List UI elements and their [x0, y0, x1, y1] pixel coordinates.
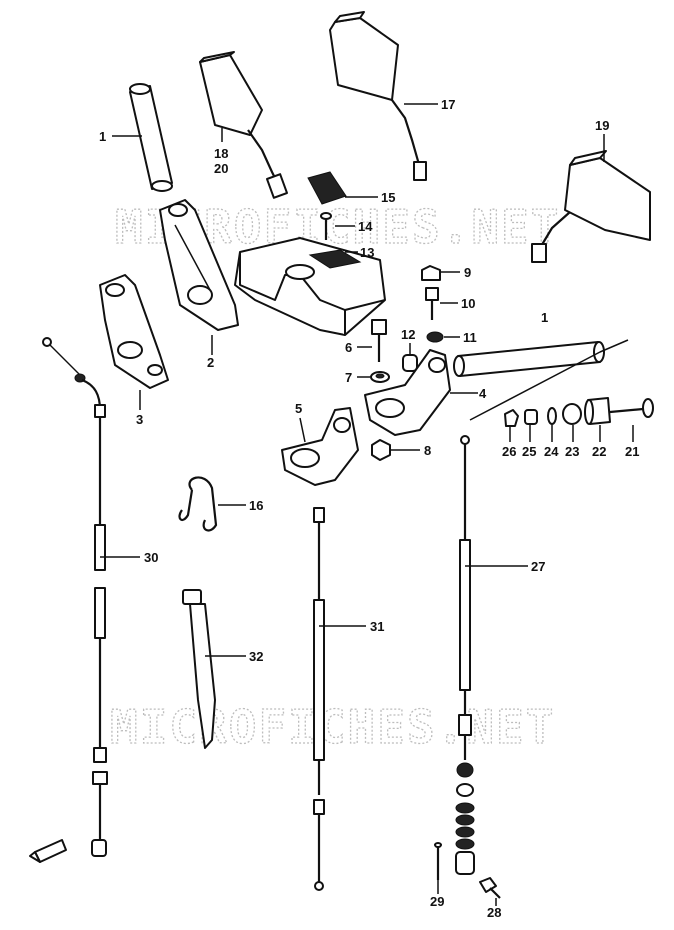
label-1-right: 1 — [541, 310, 548, 325]
spacer-12[interactable] — [402, 354, 418, 372]
nut-8[interactable] — [371, 439, 391, 461]
label-3: 3 — [136, 412, 143, 427]
handlebar-holder-top[interactable] — [234, 237, 386, 336]
label-5: 5 — [295, 401, 302, 416]
left-mirror[interactable] — [199, 51, 288, 199]
front-arrow-icon — [29, 839, 67, 863]
label-17: 17 — [441, 97, 455, 112]
label-23: 23 — [565, 444, 579, 459]
bracket-left-upper[interactable] — [159, 199, 239, 331]
pin-29[interactable] — [434, 842, 442, 880]
label-9: 9 — [464, 265, 471, 280]
washer-11[interactable] — [426, 331, 444, 343]
label-11: 11 — [463, 330, 477, 345]
bracket-left-lower[interactable] — [99, 274, 169, 389]
label-8: 8 — [424, 443, 431, 458]
label-2: 2 — [207, 355, 214, 370]
bolt-21[interactable] — [609, 398, 654, 418]
right-grip[interactable] — [453, 339, 629, 421]
label-10: 10 — [461, 296, 475, 311]
label-19: 19 — [595, 118, 609, 133]
label-4: 4 — [479, 386, 487, 401]
label-31: 31 — [370, 619, 384, 634]
bracket-center[interactable] — [281, 407, 359, 486]
label-28: 28 — [487, 905, 501, 920]
label-27: 27 — [531, 559, 545, 574]
rubber-25[interactable] — [524, 409, 538, 425]
label-30: 30 — [144, 550, 158, 565]
harness-32[interactable] — [182, 589, 216, 749]
part-labels: 1 1 2 3 4 5 6 7 8 9 10 11 12 13 14 15 16… — [99, 97, 639, 920]
clamp-16[interactable] — [178, 476, 218, 532]
switch-cover[interactable] — [307, 171, 347, 205]
label-18: 18 — [214, 146, 228, 161]
washer-24[interactable] — [547, 407, 557, 425]
label-24: 24 — [544, 444, 559, 459]
top-mirror[interactable] — [329, 11, 427, 181]
left-grip[interactable] — [129, 83, 173, 192]
label-22: 22 — [592, 444, 606, 459]
label-26: 26 — [502, 444, 516, 459]
label-14: 14 — [358, 219, 373, 234]
bolt-6[interactable] — [371, 319, 387, 362]
label-16: 16 — [249, 498, 263, 513]
label-13: 13 — [360, 245, 374, 260]
label-15: 15 — [381, 190, 395, 205]
nut-26[interactable] — [504, 409, 519, 427]
label-7: 7 — [345, 370, 352, 385]
leader-lines — [100, 103, 634, 906]
label-29: 29 — [430, 894, 444, 909]
right-mirror[interactable] — [531, 150, 651, 263]
bracket-right[interactable] — [364, 349, 451, 436]
cable-27[interactable] — [455, 435, 475, 875]
label-1-left: 1 — [99, 129, 106, 144]
cap-nut[interactable] — [421, 265, 441, 281]
bolt-28[interactable] — [479, 877, 501, 899]
watermark-bottom: MICROFICHES.NET — [110, 700, 555, 754]
washer-7[interactable] — [370, 371, 390, 383]
end-weight-22[interactable] — [584, 397, 611, 425]
label-32: 32 — [249, 649, 263, 664]
cable-30[interactable] — [42, 337, 108, 857]
bolt-10[interactable] — [425, 287, 439, 320]
collar-23[interactable] — [562, 403, 582, 425]
label-21: 21 — [625, 444, 639, 459]
small-screw[interactable] — [320, 212, 332, 240]
label-25: 25 — [522, 444, 536, 459]
cable-31[interactable] — [313, 507, 325, 891]
label-6: 6 — [345, 340, 352, 355]
label-20: 20 — [214, 161, 228, 176]
label-12: 12 — [401, 327, 415, 342]
